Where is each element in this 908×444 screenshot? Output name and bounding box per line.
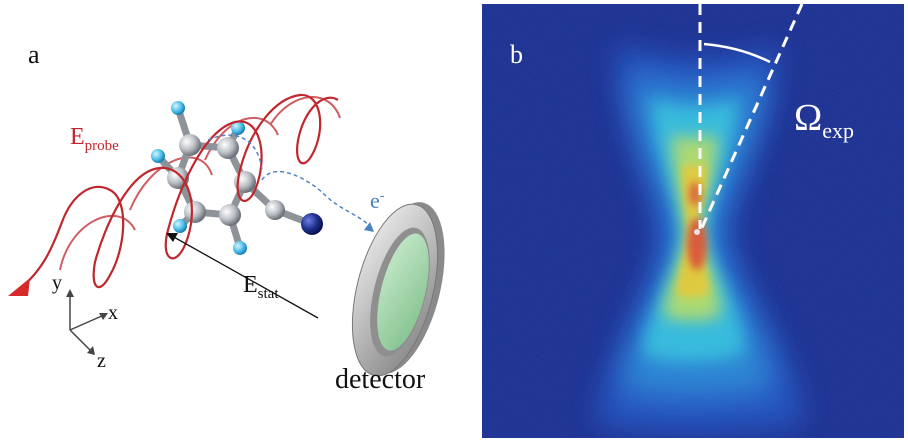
omega-exp-label: Ωexp [794,96,855,143]
stat-field-symbol: E [243,272,258,298]
stat-field-arrowhead-icon [166,233,178,242]
panel-a: a Eprobe Estat e- detector y x z [8,40,445,395]
panel-b: b Ωexp [482,4,904,438]
axis-y-label: y [52,272,62,294]
probe-helix-back [59,96,341,271]
axis-z-label: z [97,350,106,372]
axis-x-label: x [108,302,118,324]
probe-field-label: Eprobe [70,124,119,154]
stat-field-label: Estat [243,272,279,302]
probe-arrowhead-icon [8,278,30,296]
stat-field-line [171,235,319,319]
detector [351,202,445,377]
omega-symbol: Ω [794,97,823,139]
detector-label: detector [335,364,426,395]
probe-helix-front [17,93,339,291]
velocity-map-image [482,4,904,438]
panel-a-label: a [28,40,40,69]
panel-a-illustration [8,93,445,377]
panel-b-label: b [510,40,523,69]
electron-arrow-icon [364,222,374,232]
electron-superscript: - [379,188,385,204]
electron-label: e- [370,188,384,214]
omega-subscript: exp [822,118,855,143]
angle-dashed-line [698,4,804,233]
electron-path [207,134,373,229]
stat-field-subscript: stat [257,286,279,302]
coordinate-axes [69,293,105,353]
molecule [151,101,323,255]
probe-field-symbol: E [70,124,85,150]
electron-symbol: e [370,188,380,213]
probe-field-subscript: probe [84,138,119,154]
angle-arc [703,42,771,64]
